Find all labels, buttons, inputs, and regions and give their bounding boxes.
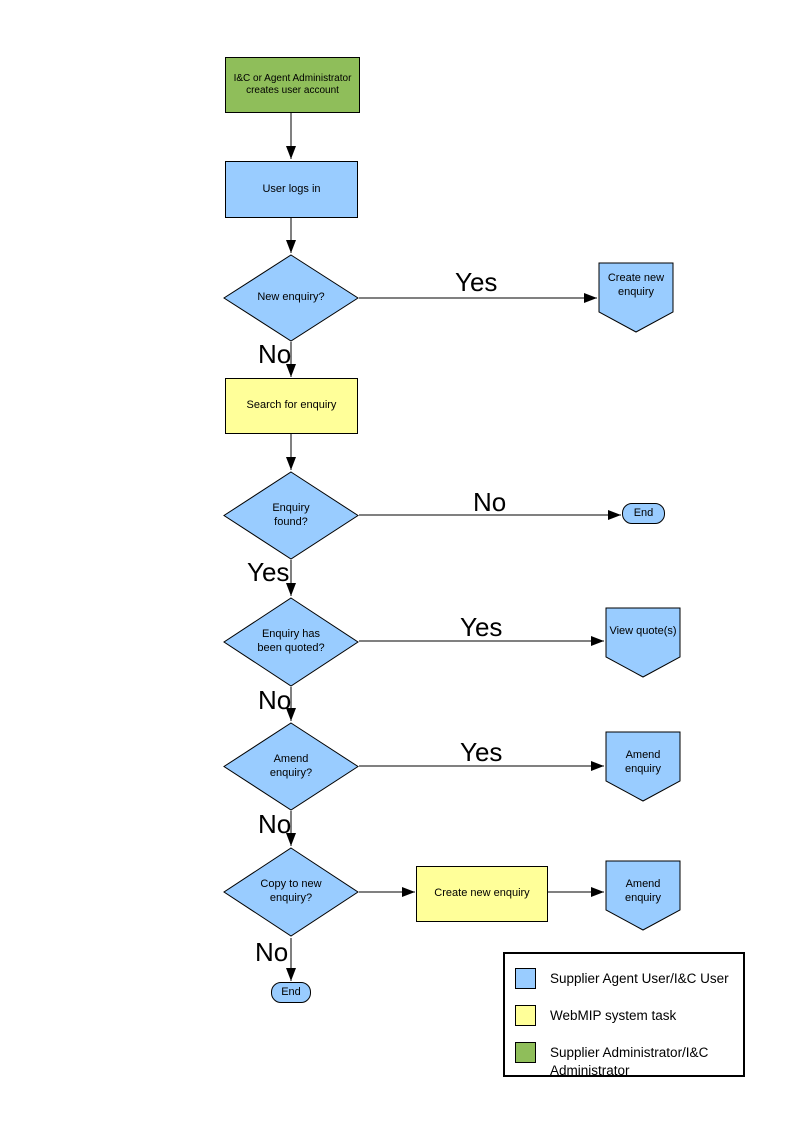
diamond-shape xyxy=(223,722,359,811)
offpage-amend-enquiry-1: Amend enquiry xyxy=(605,731,681,802)
offpage-create-new-enquiry: Create new enquiry xyxy=(598,262,674,333)
diamond-shape xyxy=(223,847,359,937)
decision-enquiry-found: Enquiry found? xyxy=(223,471,359,560)
process-create-new-enquiry-2: Create new enquiry xyxy=(416,866,548,922)
process-search-for-enquiry: Search for enquiry xyxy=(225,378,358,434)
decision-enquiry-quoted: Enquiry has been quoted? xyxy=(223,597,359,687)
decision-enquiry-found-label: Enquiry found? xyxy=(272,501,310,528)
edge-label-copy-no: No xyxy=(255,937,289,967)
edge-label-amend-no: No xyxy=(258,809,292,839)
offpage-view-quotes-label: View quote(s) xyxy=(609,625,677,637)
decision-new-enquiry: New enquiry? xyxy=(223,254,359,342)
decision-new-enquiry-label: New enquiry? xyxy=(257,291,325,304)
terminator-end-1-label: End xyxy=(633,506,654,519)
process-user-logs-in-label: User logs in xyxy=(262,182,321,195)
legend-item-admin: Supplier Administrator/I&C Administrator xyxy=(515,1042,708,1079)
edge-label-enquiry-found-yes: Yes xyxy=(247,557,290,587)
pentagon-shape xyxy=(598,262,674,333)
terminator-end-1: End xyxy=(622,503,665,524)
diamond-shape xyxy=(223,471,359,560)
diamond-shape xyxy=(223,597,359,687)
legend-swatch-admin xyxy=(515,1042,536,1063)
terminator-end-2: End xyxy=(271,982,311,1003)
legend-label-admin: Supplier Administrator/I&C Administrator xyxy=(550,1045,709,1078)
process-user-logs-in: User logs in xyxy=(225,161,358,218)
process-admin-creates-account-label: I&C or Agent Administrator creates user … xyxy=(233,72,352,97)
edge-label-quoted-yes: Yes xyxy=(460,612,503,642)
legend-box: Supplier Agent User/I&C User WebMIP syst… xyxy=(503,952,745,1079)
pentagon-shape xyxy=(605,731,681,802)
decision-amend-enquiry: Amend enquiry? xyxy=(223,722,359,811)
diamond-shape xyxy=(223,254,359,342)
process-search-for-enquiry-label: Search for enquiry xyxy=(246,399,337,412)
decision-copy-to-new-enquiry-label: Copy to new enquiry? xyxy=(260,878,322,904)
legend-item-system: WebMIP system task xyxy=(515,1005,676,1026)
edge-label-new-enquiry-no: No xyxy=(258,339,292,369)
offpage-view-quotes: View quote(s) xyxy=(605,607,681,678)
offpage-amend-enquiry-2-label: Amend enquiry xyxy=(624,878,662,904)
process-create-new-enquiry-2-label: Create new enquiry xyxy=(434,887,530,900)
decision-amend-enquiry-label: Amend enquiry? xyxy=(269,752,313,779)
offpage-amend-enquiry-2: Amend enquiry xyxy=(605,860,681,931)
process-admin-creates-account: I&C or Agent Administrator creates user … xyxy=(225,57,360,113)
pentagon-shape xyxy=(605,607,681,678)
legend-swatch-system xyxy=(515,1005,536,1026)
terminator-end-2-label: End xyxy=(281,985,301,998)
decision-copy-to-new-enquiry: Copy to new enquiry? xyxy=(223,847,359,937)
pentagon-shape xyxy=(605,860,681,931)
decision-enquiry-quoted-label: Enquiry has been quoted? xyxy=(257,628,325,654)
edge-label-new-enquiry-yes: Yes xyxy=(455,267,498,297)
edge-label-quoted-no: No xyxy=(258,685,292,715)
legend-swatch-user xyxy=(515,968,536,989)
legend-item-user: Supplier Agent User/I&C User xyxy=(515,968,729,989)
legend-label-system: WebMIP system task xyxy=(550,1008,677,1023)
edge-label-enquiry-found-no: No xyxy=(473,487,507,517)
legend-label-user: Supplier Agent User/I&C User xyxy=(550,971,729,986)
offpage-amend-enquiry-1-label: Amend enquiry xyxy=(624,749,662,775)
edge-label-amend-yes: Yes xyxy=(460,737,503,767)
offpage-create-new-enquiry-label: Create new enquiry xyxy=(607,272,665,298)
